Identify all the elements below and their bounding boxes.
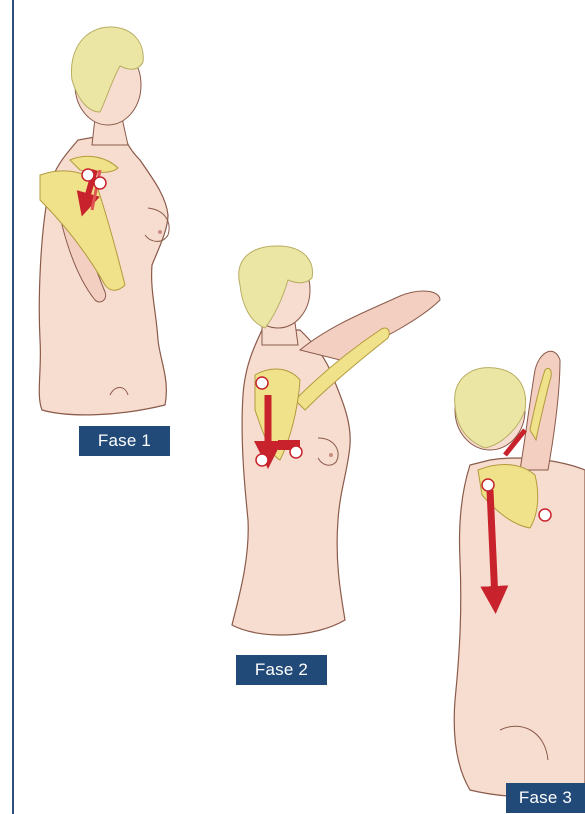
phase-3-label: Fase 3 (506, 783, 585, 813)
figure-phase-1 (39, 27, 169, 415)
figure-phase-3 (454, 351, 585, 796)
figure-phase-2 (232, 246, 440, 635)
phase-2-label: Fase 2 (236, 655, 327, 685)
phase-1-label: Fase 1 (79, 426, 170, 456)
